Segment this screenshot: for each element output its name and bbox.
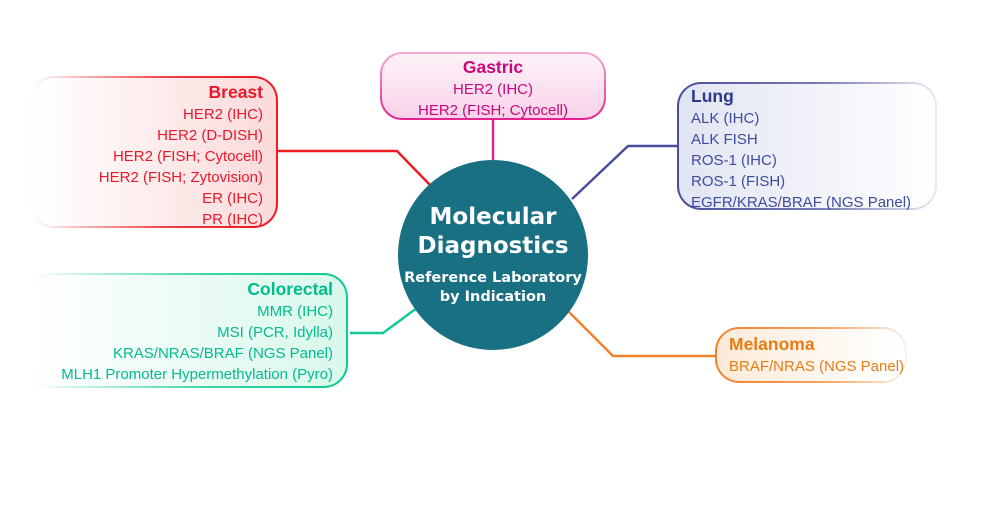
node-breast: Breast HER2 (IHC) HER2 (D-DISH) HER2 (FISH… <box>30 76 278 228</box>
center-title-line2: Diagnostics <box>417 233 569 259</box>
test-item: BRAF/NRAS (NGS Panel) <box>729 358 905 375</box>
connector-line-lung <box>571 144 677 200</box>
test-item: MSI (PCR, Idylla) <box>217 324 333 341</box>
connector-line-colorectal <box>350 303 422 335</box>
center-subtitle-line2: by Indication <box>439 289 547 305</box>
connector-line-breast <box>278 149 432 187</box>
node-colorectal-items: MMR (IHC) MSI (PCR, Idylla) KRAS/NRAS/BRAF… <box>36 301 333 385</box>
test-item: PR (IHC) <box>202 211 263 228</box>
test-item: HER2 (IHC) <box>182 106 263 123</box>
node-gastric: Gastric HER2 (IHC) HER2 (FISH; Cytocell) <box>380 52 606 120</box>
center-subtitle: Reference Laboratory by Indication <box>404 269 582 307</box>
node-gastric-items: HER2 (IHC) HER2 (FISH; Cytocell) <box>382 79 604 121</box>
node-melanoma-items: BRAF/NRAS (NGS Panel) <box>729 356 905 377</box>
center-node: Molecular Diagnostics Reference Laborato… <box>398 160 588 350</box>
node-colorectal-title: Colorectal <box>247 279 333 299</box>
center-title-line1: Molecular <box>429 204 557 230</box>
connector-line-melanoma <box>566 309 716 358</box>
test-item: MLH1 Promoter Hypermethylation (Pyro) <box>61 366 333 383</box>
center-title: Molecular Diagnostics <box>417 203 568 261</box>
test-item: ROS-1 (IHC) <box>691 152 777 169</box>
test-item: HER2 (FISH; Zytovision) <box>98 169 263 186</box>
node-gastric-title: Gastric <box>462 57 524 77</box>
test-item: ALK FISH <box>691 131 758 148</box>
test-item: EGFR/KRAS/BRAF (NGS Panel) <box>691 194 912 211</box>
node-colorectal: Colorectal MMR (IHC) MSI (PCR, Idylla) KRA… <box>30 273 348 388</box>
test-item: KRAS/NRAS/BRAF (NGS Panel) <box>112 345 333 362</box>
node-lung: Lung ALK (IHC) ALK FISH ROS-1 (IHC) ROS-1 (… <box>677 82 937 213</box>
test-item: HER2 (FISH; Cytocell) <box>417 102 569 119</box>
test-item: HER2 (D-DISH) <box>157 127 263 144</box>
node-breast-title: Breast <box>208 82 263 102</box>
node-breast-items: HER2 (IHC) HER2 (D-DISH) HER2 (FISH; Cytoc… <box>40 104 263 230</box>
test-item: ER (IHC) <box>202 190 263 207</box>
test-item: HER2 (IHC) <box>452 81 533 98</box>
center-subtitle-line1: Reference Laboratory <box>404 270 582 286</box>
node-melanoma: Melanoma BRAF/NRAS (NGS Panel) <box>715 327 907 383</box>
test-item: MMR (IHC) <box>257 303 333 320</box>
test-item: HER2 (FISH; Cytocell) <box>112 148 263 165</box>
node-melanoma-title: Melanoma <box>729 334 815 354</box>
test-item: ALK (IHC) <box>691 110 760 127</box>
node-lung-title: Lung <box>691 86 734 106</box>
test-item: ROS-1 (FISH) <box>691 173 786 190</box>
node-lung-items: ALK (IHC) ALK FISH ROS-1 (IHC) ROS-1 (FISH)… <box>691 108 935 213</box>
